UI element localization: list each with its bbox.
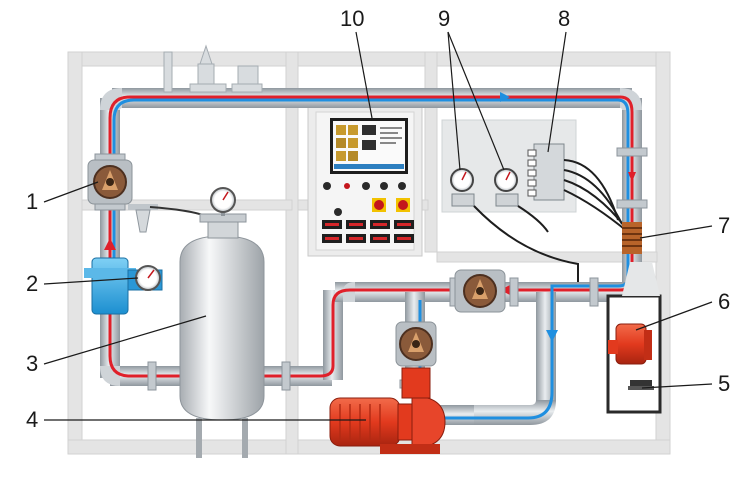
callout-7: 7 [718,213,731,238]
heat-coil [622,222,642,254]
main-pump [329,367,446,454]
pressure-tank [179,187,265,458]
callout-2: 2 [26,271,39,296]
motor-base [628,380,654,390]
small-pump-motor [608,323,652,365]
callout-4: 4 [26,407,39,432]
sensor-cables [473,159,629,282]
butterfly-valve-center[interactable] [454,269,506,313]
butterfly-valve-left[interactable] [87,159,133,205]
leader-lines [43,31,713,421]
flow-gauge-icon [135,265,161,291]
toggle-switches[interactable] [334,198,410,216]
sensor-junction-box [527,143,565,201]
control-knobs[interactable] [323,182,406,190]
callout-8: 8 [558,6,571,31]
control-panel [307,103,423,257]
top-fittings [163,44,263,93]
callout-1: 1 [26,189,39,214]
flow-meter [84,257,163,315]
callout-3: 3 [26,351,39,376]
flanges [94,147,648,391]
pressure-gauge-1 [450,168,475,207]
butterfly-valve-pump[interactable] [395,321,437,367]
pressure-gauge-2 [494,168,519,207]
hmi-screen[interactable] [330,118,408,174]
callout-10: 10 [340,6,365,31]
tank-gauge-icon [210,187,236,213]
callout-5: 5 [718,371,731,396]
callout-6: 6 [718,289,731,314]
callout-9: 9 [438,6,451,31]
